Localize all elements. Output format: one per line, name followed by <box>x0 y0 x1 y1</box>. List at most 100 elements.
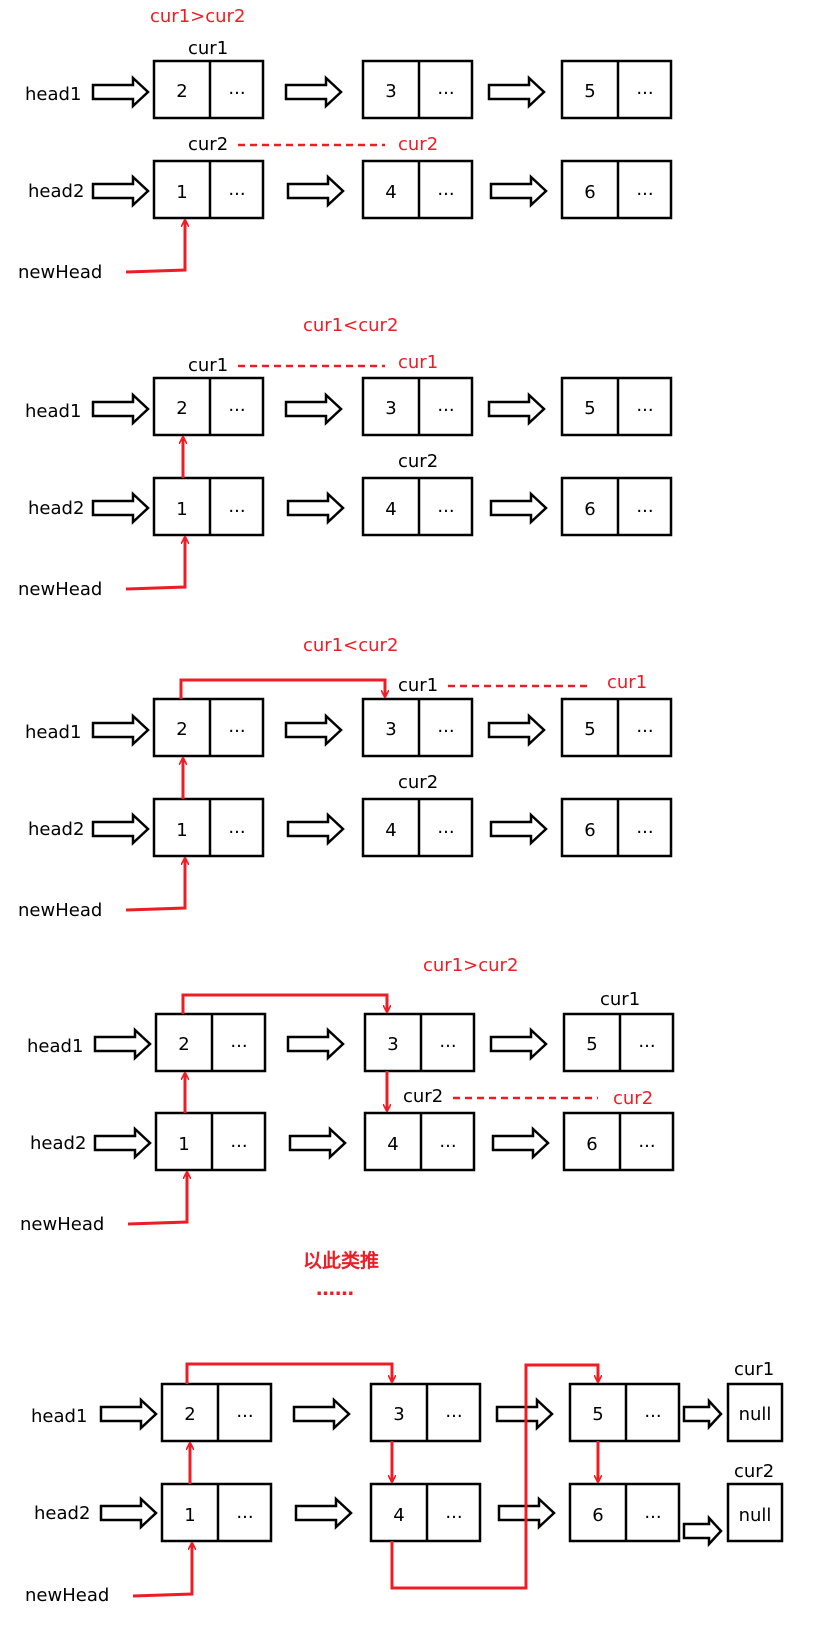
list2-row: 1 ... 4 ... 6 ... null <box>99 1482 784 1548</box>
merge-link <box>181 993 387 1014</box>
head2-label: head2 <box>28 181 84 202</box>
node-box <box>560 59 673 120</box>
cur1-next-label: cur1 <box>607 672 647 693</box>
next-arrow <box>286 174 345 208</box>
separator-dots: …… <box>316 1278 354 1300</box>
node-next: ... <box>228 496 245 517</box>
node-value: 5 <box>592 1404 603 1425</box>
node-next: ... <box>644 1401 661 1422</box>
step-4-panel: cur1>cur2 head1 head2 newHead cur1 cur2 … <box>20 955 675 1235</box>
node-next: ... <box>437 496 454 517</box>
node-next: ... <box>636 817 653 838</box>
next-arrow <box>489 1027 548 1061</box>
list2-row: 1 ... 4 ... 6 ... <box>91 159 673 220</box>
node-value: 5 <box>584 719 595 740</box>
node-next: ... <box>636 78 653 99</box>
merge-link <box>185 1362 392 1384</box>
head2-pointer-arrow <box>91 174 150 208</box>
head1-label: head1 <box>27 1036 83 1057</box>
node-box <box>369 1382 482 1443</box>
next-arrow <box>288 1126 347 1160</box>
node-next: ... <box>439 1031 456 1052</box>
node-next: ... <box>437 395 454 416</box>
node-value: 5 <box>584 398 595 419</box>
head1-label: head1 <box>25 84 81 105</box>
node-next: ... <box>636 179 653 200</box>
list1-row: 2 ... 3 ... 5 ... <box>93 1012 675 1073</box>
next-arrow <box>682 1514 723 1548</box>
step-4-comparison: cur1>cur2 <box>423 955 518 976</box>
cur2-label: cur2 <box>734 1461 774 1482</box>
node-next: ... <box>228 817 245 838</box>
node-box <box>160 1382 273 1443</box>
step-3-panel: cur1<cur2 head1 head2 newHead cur1 cur1 … <box>18 635 673 921</box>
node-box <box>363 1111 476 1172</box>
newhead-label: newHead <box>18 900 102 921</box>
head1-label: head1 <box>25 401 81 422</box>
node-box <box>361 797 474 858</box>
node-next: ... <box>437 78 454 99</box>
node-box <box>560 159 673 220</box>
head2-pointer-arrow <box>91 812 150 846</box>
list1-row: 2 ... 3 ... 5 ... <box>91 376 673 437</box>
cur1-label: cur1 <box>398 675 438 696</box>
node-next: ... <box>228 395 245 416</box>
node-box <box>154 1012 267 1073</box>
node-box <box>361 376 474 437</box>
node-value: 2 <box>176 81 187 102</box>
node-value: 1 <box>184 1505 195 1526</box>
node-value: 3 <box>385 398 396 419</box>
node-box <box>152 159 265 220</box>
merge-link <box>390 1363 598 1590</box>
node-next: ... <box>445 1401 462 1422</box>
node-next: ... <box>644 1502 661 1523</box>
node-value: 6 <box>584 182 595 203</box>
node-next: ... <box>228 78 245 99</box>
next-arrow <box>682 1397 723 1431</box>
node-next: ... <box>236 1502 253 1523</box>
list1-row: 2 ... 3 ... 5 ... <box>91 697 673 758</box>
cur1-label: cur1 <box>734 1359 774 1380</box>
newhead-link <box>132 1543 192 1598</box>
node-box <box>154 1111 267 1172</box>
final-panel: head1 head2 newHead cur1 cur2 2 ... 3 ..… <box>25 1359 784 1606</box>
node-box <box>152 59 265 120</box>
null-label: null <box>739 1404 772 1425</box>
newhead-label: newHead <box>20 1214 104 1235</box>
list2-row: 1 ... 4 ... 6 ... <box>91 476 673 537</box>
newhead-link <box>125 537 185 591</box>
node-next: ... <box>636 496 653 517</box>
head2-pointer-arrow <box>93 1126 152 1160</box>
cur2-next-label: cur2 <box>613 1088 653 1109</box>
head1-label: head1 <box>31 1406 87 1427</box>
next-arrow <box>489 491 548 525</box>
node-value: 4 <box>385 820 396 841</box>
node-value: 1 <box>178 1134 189 1155</box>
cur2-label: cur2 <box>188 134 228 155</box>
head2-pointer-arrow <box>99 1496 158 1530</box>
cur2-label: cur2 <box>398 451 438 472</box>
node-value: 2 <box>184 1404 195 1425</box>
node-next: ... <box>230 1031 247 1052</box>
node-value: 4 <box>393 1505 404 1526</box>
head1-pointer-arrow <box>99 1397 158 1431</box>
next-arrow <box>489 812 548 846</box>
step-3-comparison: cur1<cur2 <box>303 635 398 656</box>
head2-label: head2 <box>28 498 84 519</box>
node-next: ... <box>228 716 245 737</box>
step-2-panel: cur1<cur2 head1 head2 newHead cur1 cur1 … <box>18 315 673 600</box>
node-value: 3 <box>387 1034 398 1055</box>
step-1-comparison: cur1>cur2 <box>150 6 245 27</box>
next-arrow <box>286 491 345 525</box>
null-box <box>726 1482 784 1543</box>
node-next: ... <box>636 716 653 737</box>
head2-label: head2 <box>28 819 84 840</box>
cur1-next-label: cur1 <box>398 352 438 373</box>
node-box <box>152 376 265 437</box>
node-box <box>160 1482 273 1543</box>
head2-pointer-arrow <box>91 491 150 525</box>
newhead-link <box>127 1172 187 1226</box>
node-box <box>560 797 673 858</box>
head2-label: head2 <box>30 1133 86 1154</box>
